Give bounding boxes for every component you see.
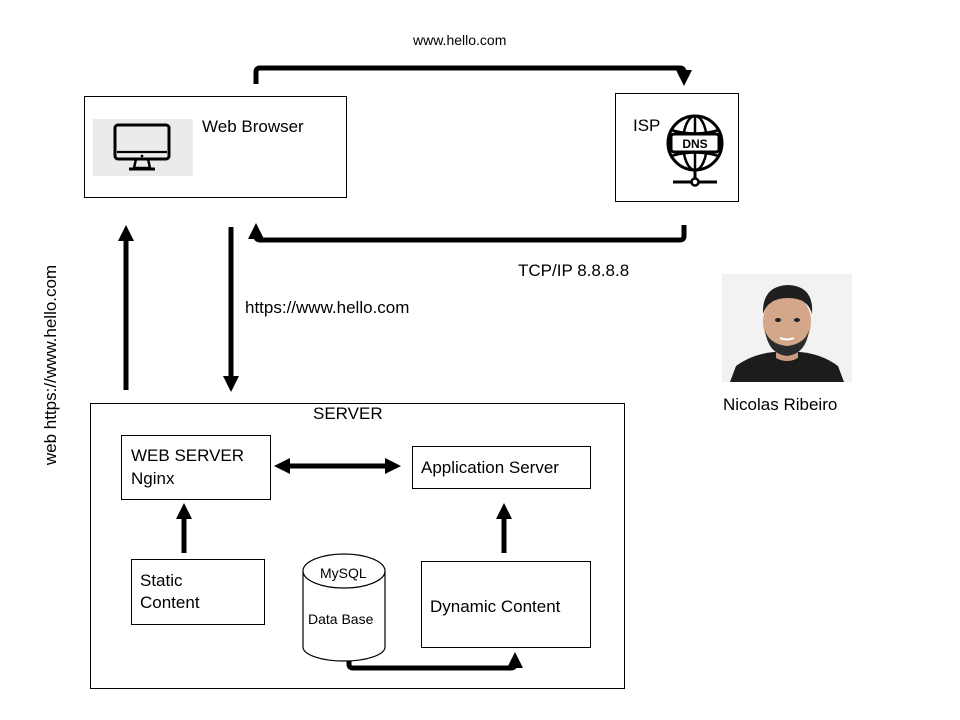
author-avatar [722, 274, 852, 382]
edge-label-server-to-browser: web https://www.hello.com [41, 264, 60, 466]
arrow-browser-to-isp [253, 65, 693, 87]
edge-label-browser-to-server: https://www.hello.com [245, 298, 410, 317]
edge-label-isp-to-browser: TCP/IP 8.8.8.8 [518, 261, 630, 280]
dns-icon-text: DNS [682, 137, 707, 151]
author-name: Nicolas Ribeiro [723, 395, 838, 414]
web-server-line2: Nginx [131, 469, 175, 488]
dns-globe-icon: DNS [659, 112, 729, 190]
arrow-database-to-dynamic [346, 651, 524, 671]
web-server-node [121, 435, 271, 500]
web-browser-label: Web Browser [202, 117, 304, 136]
isp-label: ISP [633, 116, 661, 135]
monitor-icon [93, 119, 193, 176]
database-top-label: MySQL [320, 565, 367, 581]
static-content-line1: Static [140, 571, 183, 590]
web-browser-node [84, 96, 347, 198]
application-server-node [412, 446, 591, 489]
static-content-line2: Content [140, 593, 200, 612]
dynamic-content-label: Dynamic Content [430, 597, 561, 616]
application-server-label: Application Server [421, 458, 559, 477]
server-label: SERVER [313, 404, 383, 423]
dynamic-content-node [421, 561, 591, 648]
arrow-isp-to-browser [247, 222, 687, 243]
server-container [90, 403, 625, 689]
web-server-line1: WEB SERVER [131, 446, 245, 465]
database-label: Data Base [308, 611, 374, 627]
database-cylinder [302, 553, 386, 662]
edge-label-browser-to-isp: www.hello.com [413, 32, 507, 48]
static-content-node [131, 559, 265, 625]
